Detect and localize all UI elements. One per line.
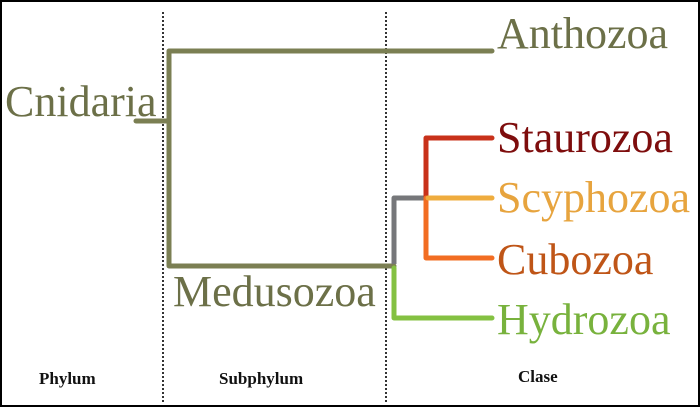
label-cubozoa: Cubozoa (497, 235, 654, 284)
branch-cnidaria (133, 48, 495, 269)
branch-staurozoa (423, 135, 495, 201)
branch-cubozoa (423, 195, 495, 261)
label-cnidaria: Cnidaria (5, 77, 157, 126)
label-hydrozoa: Hydrozoa (497, 295, 671, 344)
branch-hydrozoa (391, 265, 495, 321)
rank-phylum: Phylum (39, 369, 96, 388)
label-medusozoa: Medusozoa (173, 267, 376, 316)
label-anthozoa: Anthozoa (497, 9, 669, 58)
rank-subphylum: Subphylum (219, 369, 304, 388)
label-staurozoa: Staurozoa (497, 113, 673, 162)
label-scyphozoa: Scyphozoa (497, 173, 691, 222)
branch-medusozoa-upper (391, 195, 426, 264)
rank-clase: Clase (518, 367, 558, 386)
